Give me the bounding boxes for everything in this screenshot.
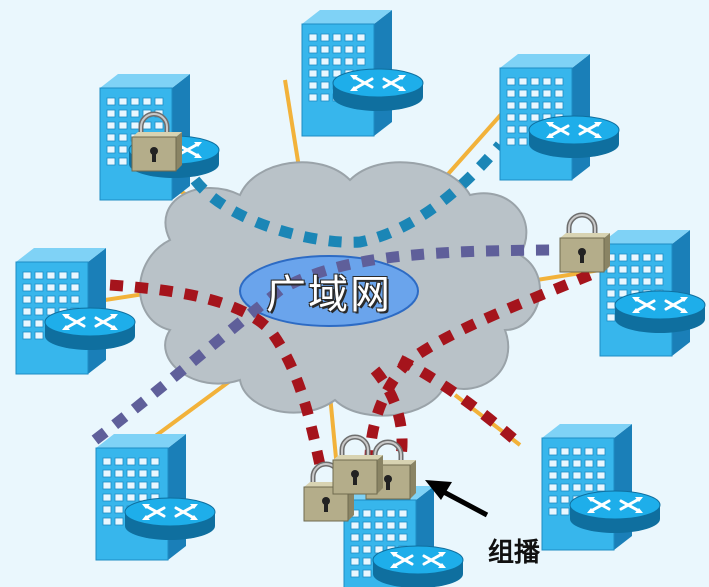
site-top-right bbox=[499, 53, 621, 181]
router-icon bbox=[613, 289, 707, 335]
vpn-path-purple bbox=[91, 244, 576, 445]
router-icon bbox=[43, 306, 137, 352]
router-icon bbox=[331, 67, 425, 113]
vpn-path-blue bbox=[190, 141, 505, 248]
site-bottom-center bbox=[304, 437, 465, 587]
router-icon bbox=[371, 544, 465, 587]
wan-ellipse bbox=[239, 255, 419, 327]
arrow-icon bbox=[425, 480, 489, 518]
multicast-label: 组播 bbox=[488, 538, 541, 568]
router-icon bbox=[568, 489, 662, 535]
building-icon bbox=[95, 433, 187, 561]
site-mid-left bbox=[15, 247, 137, 375]
site-top-center bbox=[301, 9, 425, 137]
router-icon bbox=[123, 496, 217, 542]
router-icon bbox=[527, 114, 621, 160]
padlock-icon bbox=[333, 437, 383, 494]
site-bottom-right bbox=[541, 423, 662, 551]
padlock-icon bbox=[560, 215, 610, 272]
site-bottom-left bbox=[95, 433, 217, 561]
site-mid-right bbox=[560, 215, 707, 357]
